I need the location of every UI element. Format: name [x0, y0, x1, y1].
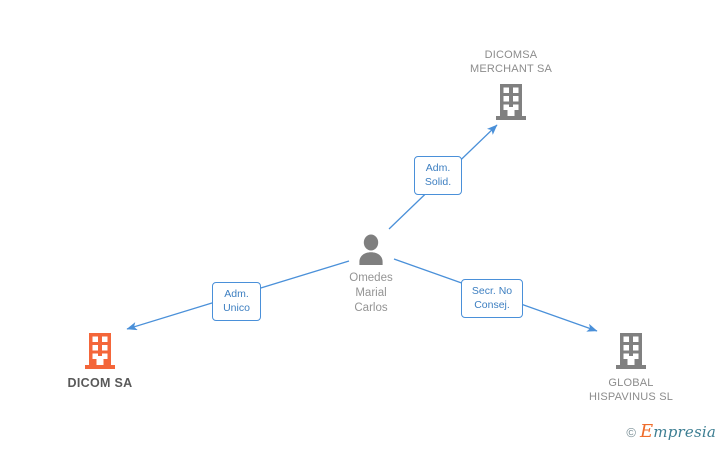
building-icon	[494, 82, 528, 122]
person-name-label: Omedes Marial Carlos	[349, 272, 393, 314]
node-label-global-hispavinus-sl: GLOBAL HISPAVINUS SL	[588, 377, 674, 403]
watermark-brand: Empresia	[640, 423, 716, 441]
node-label-dicom-sa: DICOM SA	[67, 376, 133, 390]
node-label-dicomsa-merchant-sa: DICOMSA MERCHANT SA	[469, 49, 553, 75]
copyright-icon: ©	[626, 424, 636, 440]
edge-label-secr-no-consej[interactable]: Secr. No Consej.	[461, 279, 523, 318]
watermark-brand-rest: mpresia	[653, 423, 716, 441]
building-icon	[614, 331, 648, 371]
person-icon	[354, 233, 388, 267]
node-dicomsa-merchant-sa[interactable]: DICOMSA MERCHANT SA	[431, 48, 591, 122]
empresia-watermark: © Empresia	[626, 423, 716, 441]
node-global-hispavinus-sl[interactable]: GLOBAL HISPAVINUS SL	[551, 331, 711, 404]
node-dicom-sa[interactable]: DICOM SA	[20, 331, 180, 390]
edge-label-adm-unico[interactable]: Adm. Unico	[212, 282, 261, 321]
watermark-brand-initial: E	[639, 421, 654, 442]
node-person-omedes-marial-carlos[interactable]: Omedes Marial Carlos	[291, 233, 451, 316]
building-icon	[83, 331, 117, 371]
edge-label-adm-solid[interactable]: Adm. Solid.	[414, 156, 462, 195]
